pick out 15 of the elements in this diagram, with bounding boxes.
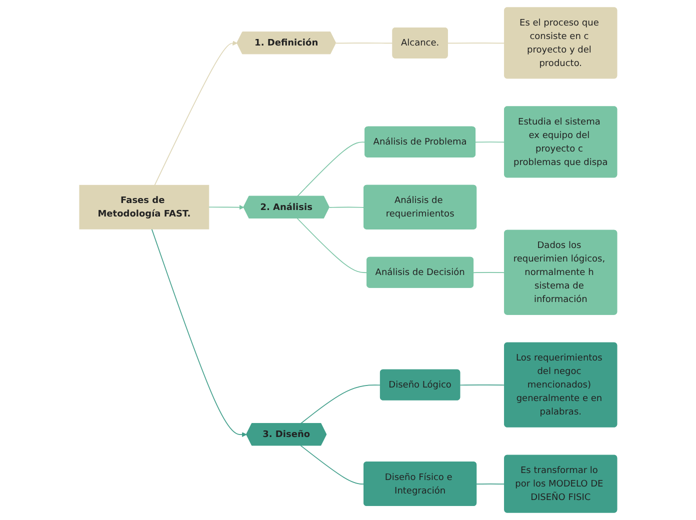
- connector: [335, 42, 394, 44]
- connector: [447, 42, 505, 44]
- connector: [472, 272, 505, 274]
- arrow: [154, 40, 238, 186]
- connector: [300, 445, 364, 484]
- connector: [296, 218, 368, 274]
- node-box: Fases de Metodología FAST.: [79, 184, 209, 230]
- arrow: [208, 204, 244, 210]
- arrow: [151, 228, 247, 438]
- connector: [474, 142, 505, 143]
- connector: [300, 384, 381, 424]
- connector: [328, 206, 364, 208]
- connector: [476, 483, 505, 484]
- connector: [296, 142, 366, 197]
- connector: [460, 384, 505, 386]
